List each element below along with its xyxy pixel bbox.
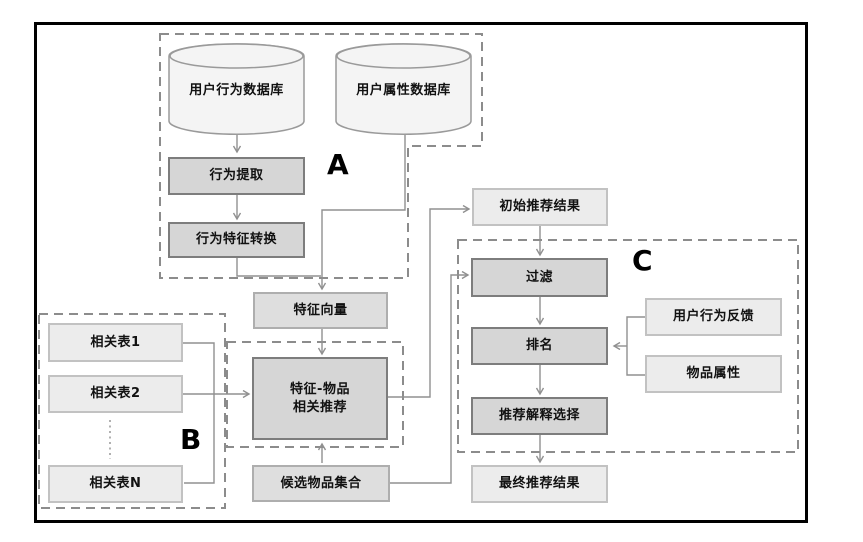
cylinder-shape <box>335 43 472 135</box>
cylinder-shape <box>168 43 305 135</box>
node-user-behavior-db: 用户行为数据库 <box>168 43 305 135</box>
node-behavior-feature-transform: 行为特征转换 <box>168 222 305 258</box>
node-user-behavior-feedback: 用户行为反馈 <box>645 298 782 336</box>
node-item-attribute: 物品属性 <box>645 355 782 393</box>
node-related-table-1: 相关表1 <box>48 323 183 362</box>
node-behavior-extraction: 行为提取 <box>168 157 305 195</box>
node-ranking: 排名 <box>471 327 608 365</box>
node-label-line2: 相关推荐 <box>292 399 347 415</box>
node-related-table-n: 相关表N <box>48 465 183 503</box>
node-initial-rec-result: 初始推荐结果 <box>472 188 608 226</box>
group-a-outline <box>159 33 483 279</box>
node-final-rec-result: 最终推荐结果 <box>471 465 608 503</box>
node-feature-vector: 特征向量 <box>253 292 388 329</box>
group-b-outline <box>38 313 226 509</box>
feature-item-rec-outline <box>226 341 404 448</box>
node-feature-item-rec: 特征-物品 相关推荐 <box>252 357 388 440</box>
node-related-table-2: 相关表2 <box>48 375 183 413</box>
connector <box>183 342 215 484</box>
node-filter: 过滤 <box>471 258 608 297</box>
connector <box>388 275 468 484</box>
node-label: 用户行为数据库 <box>189 83 284 98</box>
node-label: 用户属性数据库 <box>356 83 451 98</box>
node-candidate-item-set: 候选物品集合 <box>252 465 390 502</box>
connector <box>236 258 321 277</box>
group-b-label: B <box>180 423 202 456</box>
node-rec-explanation-select: 推荐解释选择 <box>471 397 608 435</box>
group-c-label: C <box>632 244 653 277</box>
connector <box>626 316 645 376</box>
node-label-line1: 特征-物品 <box>290 381 350 397</box>
connector <box>388 209 469 398</box>
node-user-attribute-db: 用户属性数据库 <box>335 43 472 135</box>
connector <box>322 133 406 289</box>
group-a-label: A <box>327 148 349 181</box>
group-c-outline <box>457 239 799 453</box>
